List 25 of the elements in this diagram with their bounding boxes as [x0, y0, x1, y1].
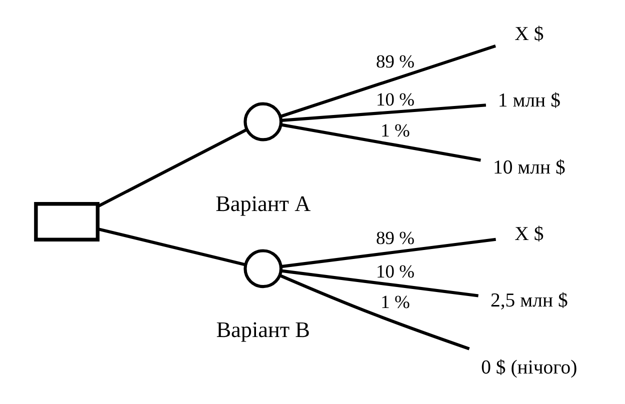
- connector: [281, 269, 479, 298]
- node-text: X $: [514, 23, 544, 46]
- edge-label: 89 %: [376, 228, 414, 249]
- node-text: 10 млн $: [492, 156, 566, 178]
- edge-label: 10 %: [376, 90, 414, 111]
- node-text: 0 $ (нічого): [481, 356, 578, 378]
- node-text: 1 млн $: [498, 90, 560, 112]
- edge-label: 1 %: [380, 122, 410, 142]
- node-box: [34, 202, 100, 242]
- node-circle: [244, 249, 283, 288]
- connector: [279, 274, 470, 350]
- connector: [98, 227, 246, 266]
- edge-label: 89 %: [376, 52, 414, 72]
- node-text: 2,5 млн $: [490, 290, 568, 312]
- node-label: Варіант A: [216, 191, 311, 216]
- node-circle: [244, 102, 283, 142]
- edge-label: 1 %: [380, 293, 410, 314]
- edge-label: 10 %: [376, 262, 414, 282]
- connector: [281, 238, 496, 268]
- node-text: X $: [514, 223, 544, 246]
- connector: [97, 128, 248, 208]
- connector: [281, 104, 486, 122]
- node-label: Варіант B: [216, 317, 310, 342]
- connector: [280, 123, 481, 162]
- connector: [280, 44, 496, 118]
